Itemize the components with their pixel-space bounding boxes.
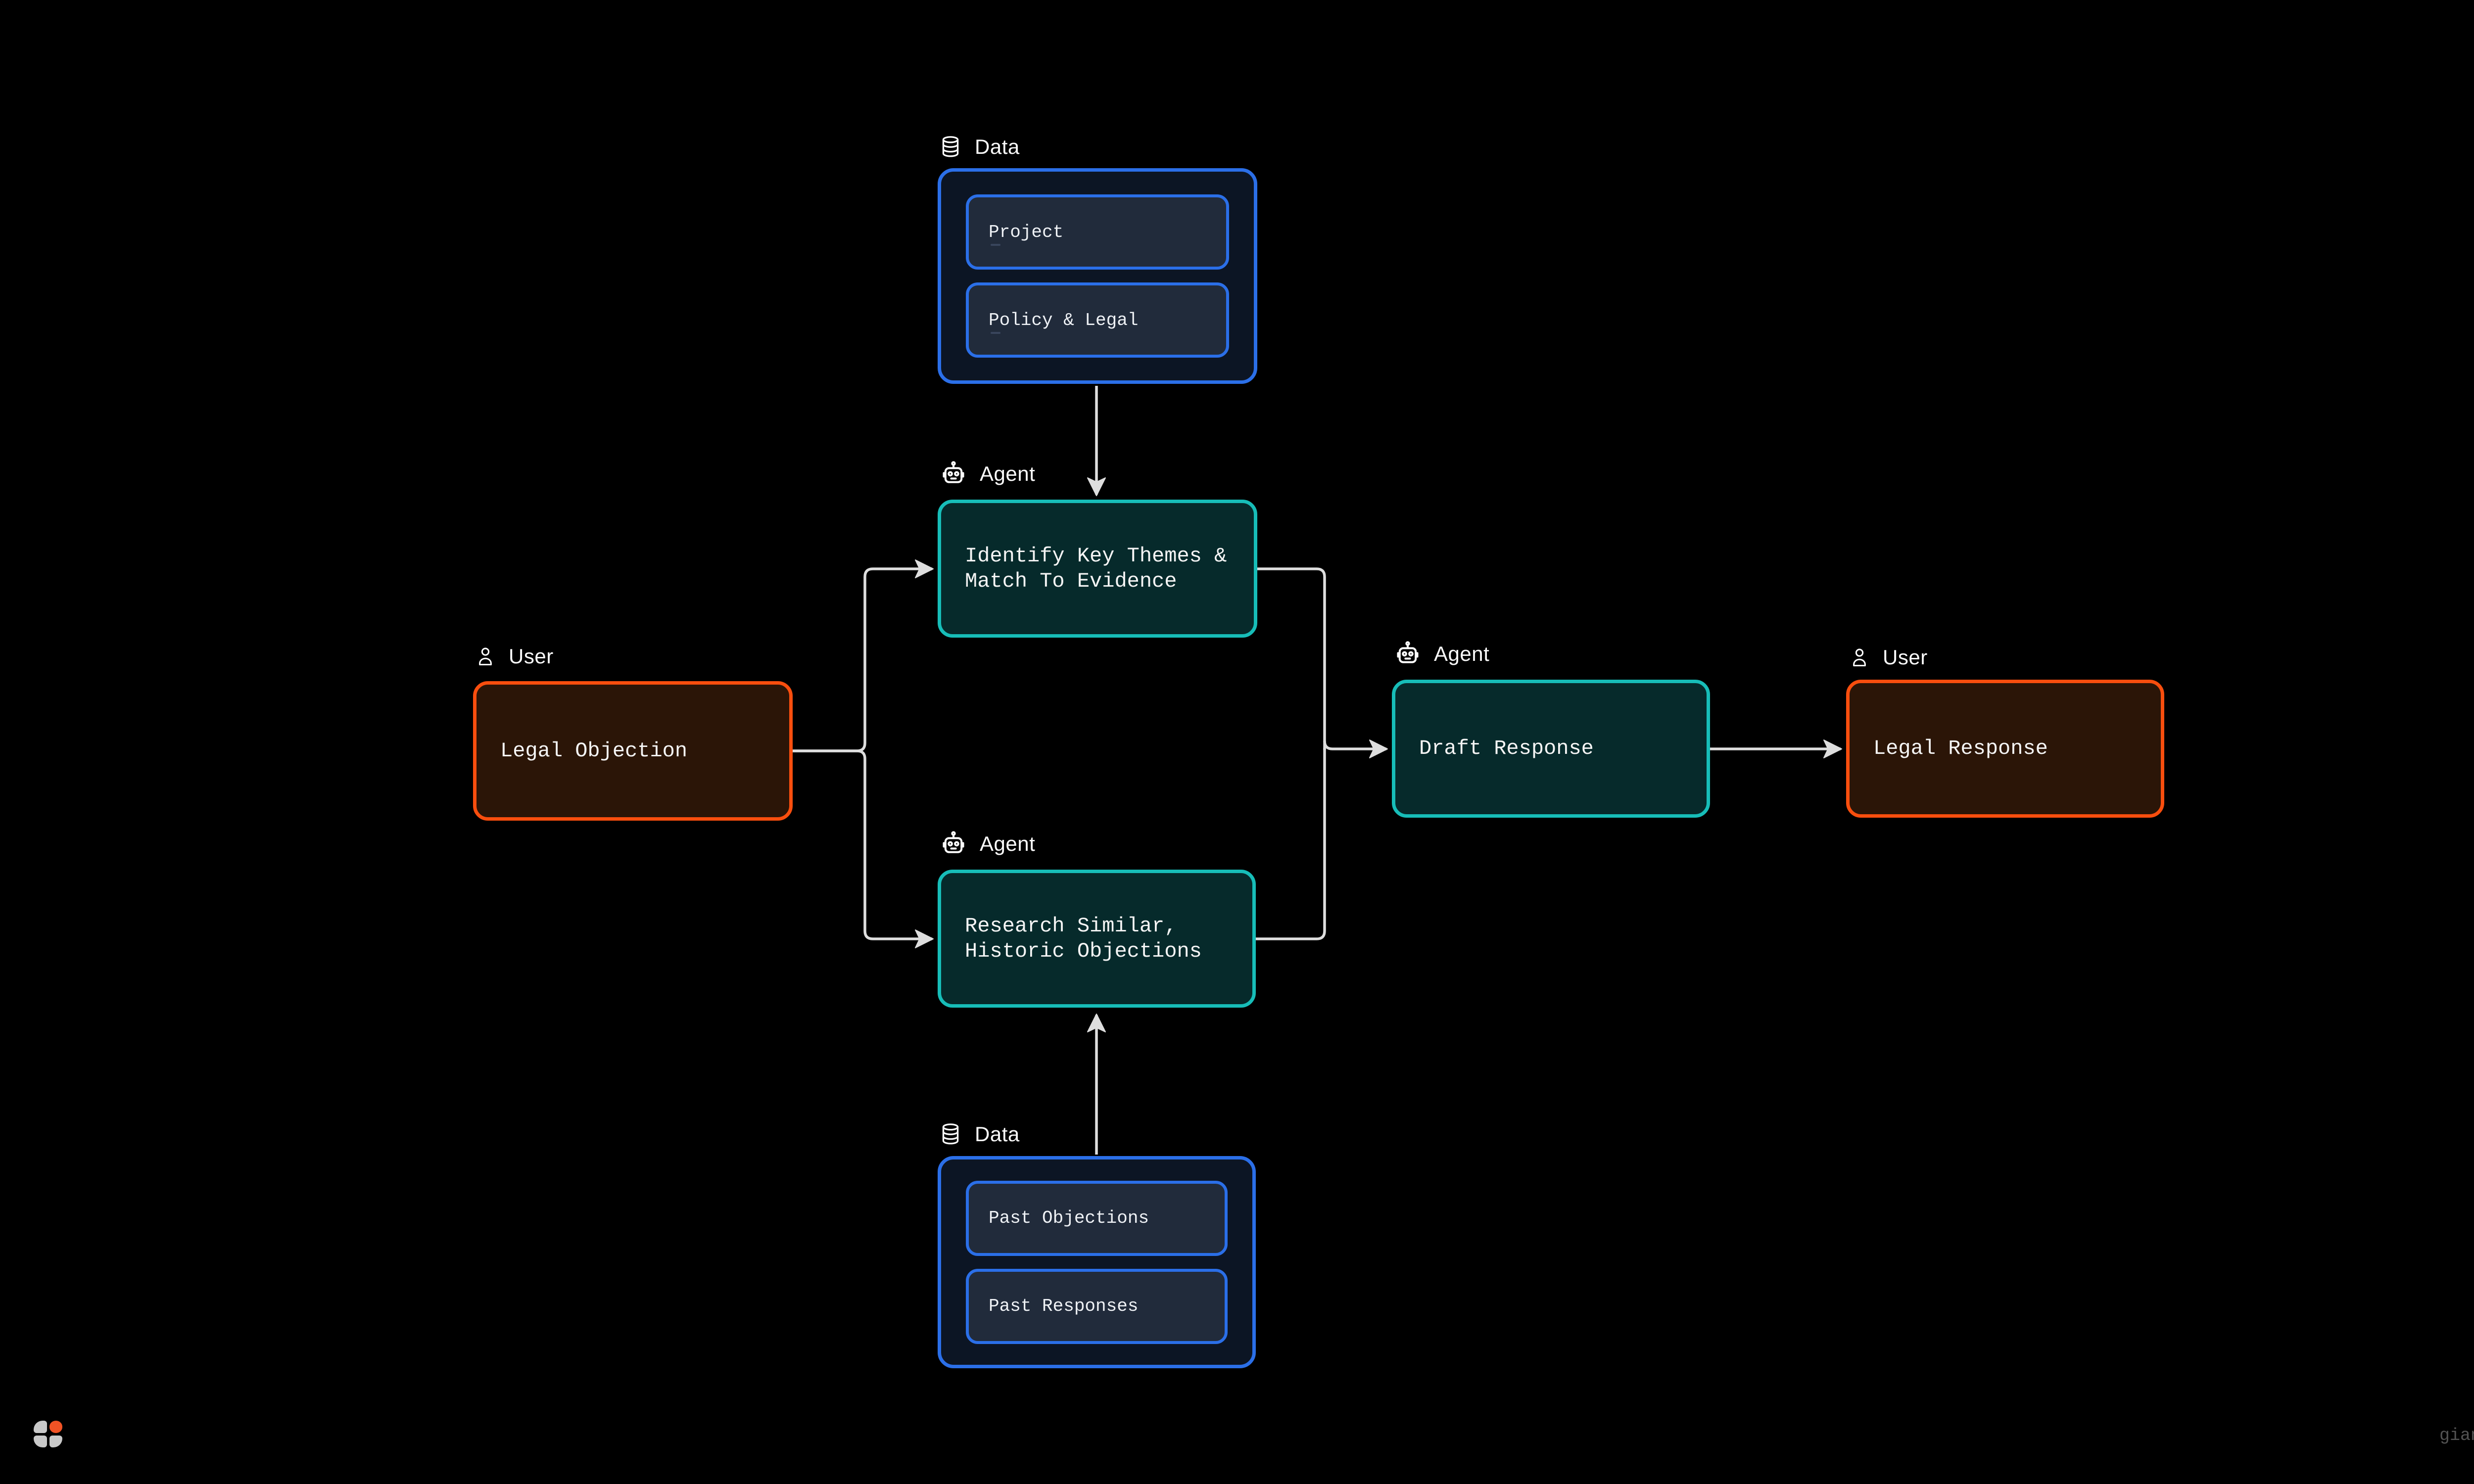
type-label-text: Agent <box>980 462 1036 485</box>
user-response-type-label: User <box>1850 644 1928 671</box>
person-icon <box>1853 649 1866 666</box>
node-text: Legal Response <box>1873 737 2048 761</box>
data-item-label: Past Objections <box>989 1208 1149 1228</box>
type-label-text: Agent <box>980 832 1036 855</box>
robot-icon <box>943 831 964 853</box>
user-node-legal-objection: Legal Objection <box>473 681 793 821</box>
agent-node-research: Research Similar, Historic Objections <box>938 870 1256 1008</box>
type-label-text: User <box>509 645 554 668</box>
type-label-text: Data <box>975 1122 1020 1146</box>
connector-merge-to-draft <box>1323 740 1388 758</box>
connector-identify-to-merge <box>1257 567 1326 750</box>
robot-icon <box>1397 641 1419 663</box>
database-icon <box>942 136 959 157</box>
data-top-type-label: Data <box>940 134 1020 160</box>
database-icon <box>942 1123 959 1145</box>
robot-icon <box>943 461 964 483</box>
data-item-past-responses: Past Responses <box>966 1268 1228 1344</box>
logo-orange-dot <box>49 1421 62 1433</box>
agent-identify-type-label: Agent <box>941 461 1035 487</box>
user-objection-type-label: User <box>476 643 554 670</box>
type-label-text: Data <box>975 135 1020 158</box>
data-group-bottom: Past Objections Past Responses <box>938 1156 1256 1368</box>
data-item-project: Project <box>966 194 1229 270</box>
logo-quadrant-top-left <box>34 1421 47 1433</box>
node-text: Draft Response <box>1419 737 1594 761</box>
node-text: Research Similar, Historic Objections <box>965 914 1202 963</box>
agent-node-draft-response: Draft Response <box>1392 680 1710 818</box>
data-bottom-type-label: Data <box>940 1121 1020 1148</box>
agent-draft-type-label: Agent <box>1395 641 1489 667</box>
data-group-top: Project Policy & Legal <box>938 168 1257 384</box>
agent-research-type-label: Agent <box>941 831 1035 857</box>
node-text: Legal Objection <box>500 739 688 763</box>
connector-objection-to-identify <box>793 559 934 752</box>
brand-url: giantkelp.com <box>2439 1426 2474 1445</box>
data-item-label: Project <box>989 222 1064 242</box>
logo-quadrant-bottom-left <box>34 1435 47 1447</box>
user-node-legal-response: Legal Response <box>1846 680 2164 818</box>
logo-quadrant-bottom-right <box>49 1435 62 1447</box>
node-text: Identify Key Themes & Match To Evidence <box>965 544 1227 593</box>
agent-node-identify: Identify Key Themes & Match To Evidence <box>938 500 1257 638</box>
type-label-text: Agent <box>1434 642 1490 665</box>
connector-research-to-merge <box>1256 748 1326 940</box>
person-icon <box>479 648 492 665</box>
data-item-label: Policy & Legal <box>989 310 1139 330</box>
data-item-label: Past Responses <box>989 1296 1139 1316</box>
data-item-past-objections: Past Objections <box>966 1180 1228 1256</box>
connector-objection-to-research <box>793 749 934 948</box>
giantkelp-logo <box>34 1421 62 1447</box>
type-label-text: User <box>1883 646 1928 669</box>
data-item-policy-legal: Policy & Legal <box>966 282 1229 358</box>
